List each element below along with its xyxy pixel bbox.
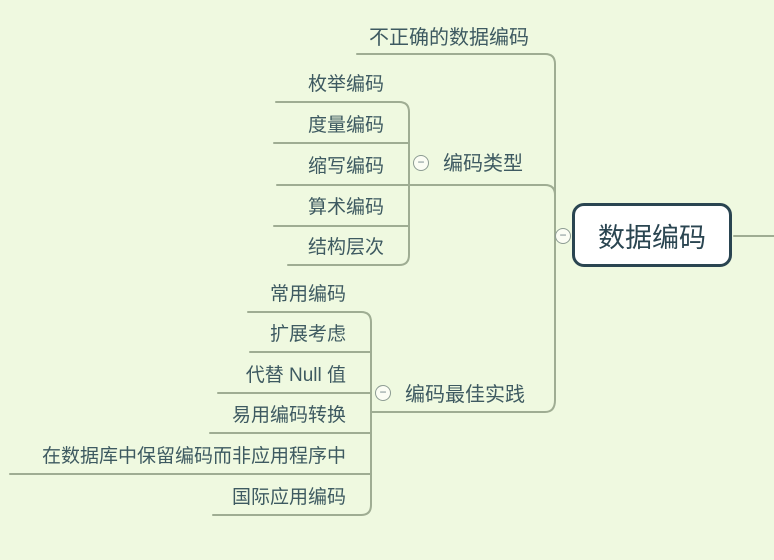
- minus-icon: −: [417, 155, 425, 169]
- topic-international-app-encoding[interactable]: 国际应用编码: [231, 487, 346, 508]
- minus-icon: −: [379, 385, 387, 399]
- root-node[interactable]: 数据编码: [572, 203, 732, 267]
- collapse-toggle-root[interactable]: −: [555, 228, 571, 244]
- encoding-types-connector: [276, 184, 556, 196]
- topic-structure-hierarchy[interactable]: 结构层次: [307, 237, 384, 258]
- topic-keep-encoding-in-database[interactable]: 在数据库中保留编码而非应用程序中: [41, 446, 346, 467]
- topic-replace-null-values[interactable]: 代替 Null 值: [245, 365, 346, 386]
- topic-common-encoding[interactable]: 常用编码: [269, 284, 346, 305]
- topic-abbrev-encoding[interactable]: 缩写编码: [307, 156, 384, 177]
- topic-measure-encoding[interactable]: 度量编码: [307, 115, 384, 136]
- topic-incorrect-data-encoding[interactable]: 不正确的数据编码: [369, 27, 529, 49]
- topic-enum-encoding[interactable]: 枚举编码: [307, 74, 384, 95]
- topic-encoding-types[interactable]: 编码类型: [443, 153, 523, 175]
- topic-easy-encoding-conversion[interactable]: 易用编码转换: [231, 405, 346, 426]
- topic-expansion-consideration[interactable]: 扩展考虑: [269, 324, 346, 345]
- root-label: 数据编码: [598, 222, 706, 253]
- collapse-toggle-encoding-types[interactable]: −: [413, 155, 429, 171]
- encoding-types-children-spine: [275, 101, 410, 266]
- topic-arithmetic-encoding[interactable]: 算术编码: [307, 197, 384, 218]
- minus-icon: −: [559, 228, 567, 242]
- collapse-toggle-best-practices[interactable]: −: [375, 385, 391, 401]
- topic-best-practices[interactable]: 编码最佳实践: [405, 384, 525, 406]
- best-practices-children-spine: [212, 311, 372, 516]
- main-spine-connector: [356, 53, 556, 413]
